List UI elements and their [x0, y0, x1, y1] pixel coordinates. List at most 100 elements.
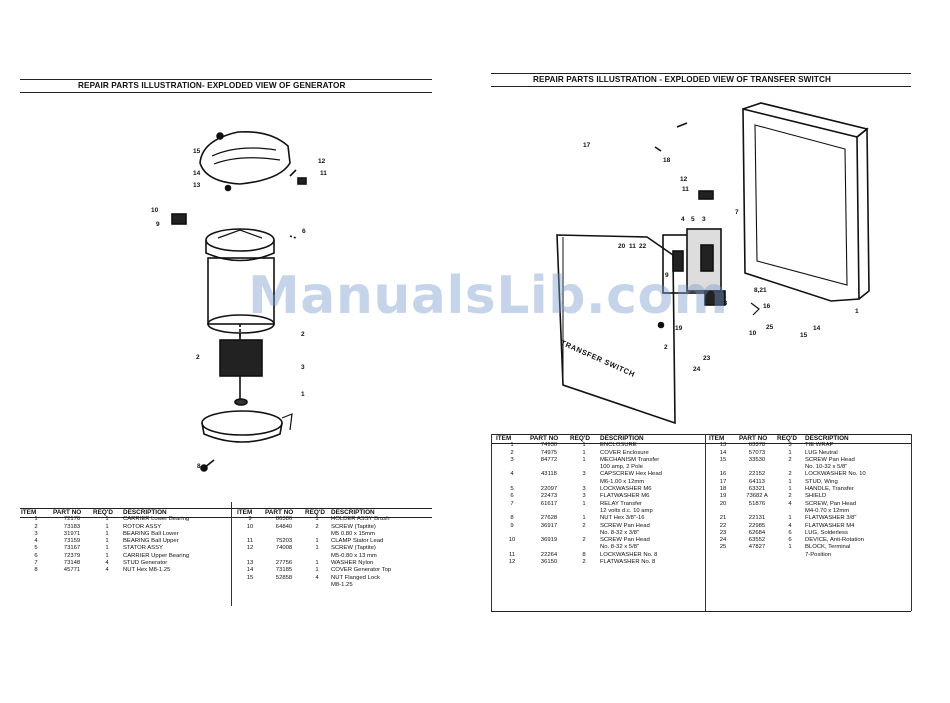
description-cell: No. 8-32 x 3/8": [600, 529, 640, 536]
callout-3: 3: [301, 364, 305, 371]
item-cell: 17: [719, 478, 727, 485]
description-cell: TIE WRAP: [805, 442, 834, 449]
description-cell: No. 10-32 x 5/8": [805, 464, 848, 471]
reqd-cell: 3: [582, 493, 586, 500]
table-row: M8-1.25: [236, 582, 436, 589]
anti-rotation-device: [657, 321, 665, 329]
callout-8: 8: [197, 463, 201, 470]
description-cell: STATOR ASSY: [123, 545, 163, 552]
callout-23: 23: [703, 355, 711, 362]
callout-14: 14: [193, 170, 201, 177]
part-no-cell: 63321: [748, 486, 766, 493]
reqd-cell: 1: [105, 552, 109, 559]
description-cell: STUD Generator: [123, 560, 168, 567]
reqd-cell: 1: [582, 442, 586, 449]
item-cell: 10: [246, 523, 254, 530]
table-row: M4-0.70 x 12mm: [708, 508, 910, 515]
description-cell: RELAY Transfer: [600, 500, 643, 507]
table-rule-bottom: [491, 611, 911, 612]
item-cell: 23: [719, 529, 727, 536]
col-part-no: PART NO: [530, 435, 559, 442]
callout-15: 15: [193, 148, 201, 155]
item-cell: 12: [246, 545, 254, 552]
table-divider: [231, 502, 232, 606]
table-row: M6-1.00 x 12mm: [495, 479, 703, 486]
description-cell: M4-0.70 x 12mm: [805, 507, 850, 514]
generator-page: REPAIR PARTS ILLUSTRATION- EXPLODED VIEW…: [20, 79, 436, 606]
description-cell: NUT Flanged Lock: [331, 574, 381, 581]
reqd-cell: 6: [788, 537, 792, 544]
part-no-cell: [529, 508, 569, 515]
reqd-cell: [304, 553, 330, 560]
item-cell: 5: [34, 545, 38, 552]
callout-12: 12: [680, 176, 688, 183]
item-cell: 3: [510, 456, 514, 463]
reqd-cell: [776, 464, 804, 471]
description-cell: LUG, Solderless: [805, 529, 848, 536]
nylon-washer: [224, 184, 232, 192]
callout-22: 22: [639, 243, 647, 250]
item-cell: [495, 544, 529, 551]
reqd-cell: [776, 508, 804, 515]
reqd-cell: 2: [582, 537, 586, 544]
reqd-cell: [776, 552, 804, 559]
part-no-cell: 64840: [275, 523, 293, 530]
item-cell: 13: [246, 560, 254, 567]
description-cell: NUT Hex 3/8"-16: [600, 515, 645, 522]
table-border-left: [491, 434, 492, 611]
item-cell: [708, 464, 738, 471]
title-rule-top: [491, 73, 911, 74]
reqd-cell: [569, 479, 599, 486]
item-cell: 14: [719, 449, 727, 456]
part-no-cell: 22264: [540, 551, 558, 558]
table-row: No. 10-32 x 5/8": [708, 464, 910, 471]
part-no-cell: 62684: [748, 529, 766, 536]
description-cell: SCREW Pan Head: [600, 522, 650, 529]
manualslib-watermark: ManualsLib.com: [248, 266, 729, 326]
col-reqd: REQ'D: [777, 435, 797, 442]
reqd-cell: 1: [788, 544, 792, 551]
description-cell: SCREW, Pan Head: [805, 500, 857, 507]
table-row: 12 volts d.c. 10 amp: [495, 508, 703, 515]
item-cell: 1: [34, 516, 38, 523]
reqd-cell: 1: [582, 500, 586, 507]
part-no-cell: 52858: [275, 574, 293, 581]
part-no-cell: 57073: [748, 449, 766, 456]
rotor-assembly: [219, 339, 263, 377]
table-rule-header: [20, 517, 432, 518]
callout-16: 16: [763, 303, 771, 310]
description-cell: 7-Position: [805, 551, 832, 558]
lower-bearing-carrier: [201, 410, 283, 436]
enclosure-inner: [754, 124, 848, 286]
part-no-cell: 73167: [63, 545, 81, 552]
part-no-cell: [529, 530, 569, 537]
stator-clamp-screw: [289, 169, 297, 177]
part-no-cell: [738, 552, 776, 559]
callout-3: 3: [702, 216, 706, 223]
part-no-cell: 64113: [749, 478, 765, 485]
col-part-no: PART NO: [53, 509, 82, 516]
callout-11: 11: [682, 186, 689, 193]
item-cell: 13: [719, 442, 727, 449]
item-cell: [495, 479, 529, 486]
part-no-cell: 36917: [540, 522, 558, 529]
col-item: ITEM: [709, 435, 725, 442]
table-row: No. 8-32 x 5/8": [495, 544, 703, 551]
reqd-cell: 2: [315, 523, 319, 530]
